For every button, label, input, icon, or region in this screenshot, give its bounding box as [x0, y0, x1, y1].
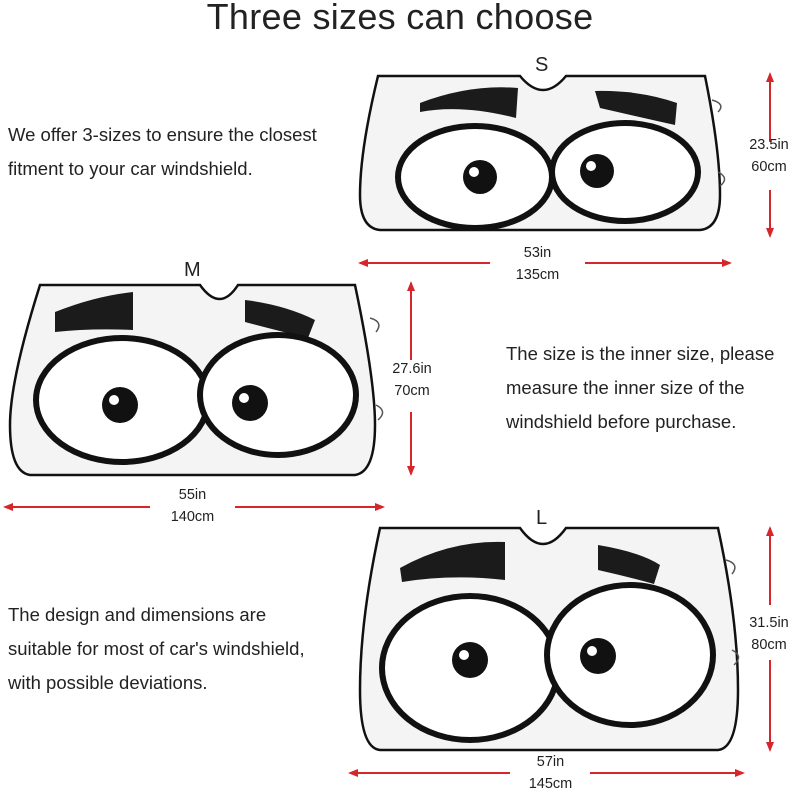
shade-large	[358, 526, 740, 752]
eye-right-icon	[544, 582, 716, 728]
m-height-cm: 70cm	[394, 383, 430, 399]
inner-line-3: windshield before purchase.	[506, 411, 737, 432]
l-height-dimension: 31.5in 80cm	[738, 612, 800, 656]
offer-text: We offer 3-sizes to ensure the closest f…	[8, 118, 317, 186]
s-height-in: 23.5in	[749, 137, 789, 153]
eye-right-icon	[549, 120, 701, 224]
m-height-in: 27.6in	[392, 361, 432, 377]
design-line-1: The design and dimensions are	[8, 604, 267, 625]
design-text: The design and dimensions are suitable f…	[8, 598, 305, 700]
eyebrow-right-icon	[595, 90, 677, 125]
eyebrow-right-icon	[598, 545, 660, 584]
s-height-cm: 60cm	[751, 159, 787, 175]
offer-line-2: fitment to your car windshield.	[8, 158, 253, 179]
m-width-in: 55in	[178, 487, 207, 503]
inner-size-text: The size is the inner size, please measu…	[506, 337, 774, 439]
offer-line-1: We offer 3-sizes to ensure the closest	[8, 124, 317, 145]
m-width-cm: 140cm	[170, 509, 215, 525]
s-width-cm: 135cm	[515, 267, 560, 283]
shade-medium	[8, 283, 384, 477]
l-width-in: 57in	[536, 754, 565, 770]
s-width-dimension: 53in 135cm	[500, 242, 575, 286]
pupil-right-icon	[232, 385, 268, 421]
design-line-2: suitable for most of car's windshield,	[8, 638, 305, 659]
pupil-left-icon	[452, 642, 488, 678]
eyebrow-right-icon	[245, 300, 315, 338]
eyebrow-left-icon	[55, 292, 133, 332]
l-height-in: 31.5in	[749, 615, 789, 631]
size-label-m: M	[184, 259, 201, 281]
page-title: Three sizes can choose	[206, 0, 594, 37]
inner-line-2: measure the inner size of the	[506, 377, 745, 398]
design-line-3: with possible deviations.	[8, 672, 208, 693]
eyebrow-left-icon	[420, 87, 518, 118]
inner-line-1: The size is the inner size, please	[506, 343, 775, 364]
m-height-dimension: 27.6in 70cm	[382, 358, 442, 402]
size-label-l: L	[536, 507, 548, 529]
pupil-right-icon	[580, 154, 614, 188]
s-width-in: 53in	[523, 245, 552, 261]
shade-small	[358, 74, 726, 232]
size-label-s: S	[535, 54, 549, 76]
pupil-left-icon	[102, 387, 138, 423]
l-width-dimension: 57in 145cm	[513, 751, 588, 795]
eye-right-icon	[197, 332, 359, 458]
l-width-cm: 145cm	[528, 776, 573, 792]
pupil-right-icon	[580, 638, 616, 674]
s-height-dimension: 23.5in 60cm	[738, 134, 800, 178]
eyebrow-left-icon	[400, 541, 505, 582]
m-width-dimension: 55in 140cm	[155, 484, 230, 528]
l-height-cm: 80cm	[751, 637, 787, 653]
pupil-left-icon	[463, 160, 497, 194]
dimension-arrows	[3, 72, 774, 777]
